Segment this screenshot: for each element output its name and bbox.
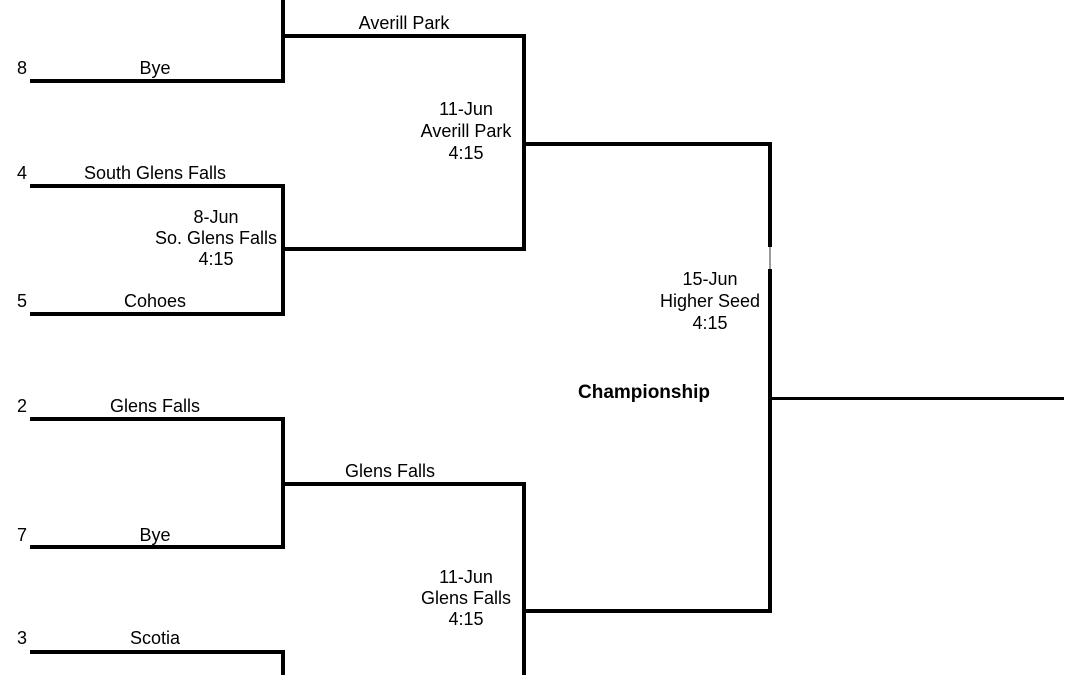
team-name: Glens Falls (109, 396, 201, 416)
seed-line-7-bye (30, 545, 285, 549)
seed-number: 5 (16, 291, 27, 311)
winner-line-averill-park (281, 34, 526, 38)
connector-vertical-qf1 (281, 0, 285, 83)
team-name: Bye (139, 525, 171, 545)
winner-line-quarterfinal-4v5 (281, 247, 526, 251)
match-site: Higher Seed (659, 291, 761, 311)
match-date: 11-Jun (439, 99, 493, 119)
seed-number: 2 (16, 396, 27, 416)
connector-vertical-semifinal-bottom (522, 482, 526, 675)
seed-line-3-scotia (30, 650, 285, 654)
match-info-semifinal-bottom: 11-Jun Glens Falls 4:15 (366, 567, 566, 630)
seed-line-4-south-glens-falls (30, 184, 285, 188)
match-site: Glens Falls (420, 588, 512, 608)
advancing-team-label: Averill Park (358, 13, 450, 33)
seed-line-5-cohoes (30, 312, 285, 316)
match-info-semifinal-top: 11-Jun Averill Park 4:15 (366, 98, 566, 164)
match-time: 4:15 (198, 249, 234, 269)
connector-vertical-qf4 (281, 650, 285, 675)
match-info-quarterfinal: 8-Jun So. Glens Falls 4:15 (116, 207, 316, 270)
match-time: 4:15 (692, 313, 728, 333)
match-date: 11-Jun (439, 567, 493, 587)
match-time: 4:15 (448, 143, 484, 163)
championship-title: Championship (578, 382, 710, 403)
seed-number: 7 (16, 525, 27, 545)
match-date: 15-Jun (682, 269, 738, 289)
seed-line-8-bye (30, 79, 285, 83)
winner-line-semifinal-top (522, 142, 772, 146)
match-info-final: 15-Jun Higher Seed 4:15 (610, 268, 810, 334)
seed-number: 8 (16, 58, 27, 78)
seed-number: 3 (16, 628, 27, 648)
team-name: Scotia (129, 628, 181, 648)
connector-vertical-final-lower (768, 269, 772, 613)
advancing-team-label: Glens Falls (344, 461, 436, 481)
winner-line-semifinal-bottom (522, 609, 772, 613)
seed-line-2-glens-falls (30, 417, 285, 421)
connector-vertical-final-upper (768, 142, 772, 247)
match-date: 8-Jun (193, 207, 239, 227)
team-name: Cohoes (123, 291, 187, 311)
match-site: Averill Park (420, 121, 512, 141)
team-name: Bye (139, 58, 171, 78)
match-time: 4:15 (448, 609, 484, 629)
line-seam-artifact (769, 247, 771, 269)
match-site: So. Glens Falls (154, 228, 278, 248)
seed-number: 4 (16, 163, 27, 183)
team-name: South Glens Falls (83, 163, 227, 183)
championship-winner-line (768, 397, 1064, 400)
winner-line-glens-falls (281, 482, 526, 486)
